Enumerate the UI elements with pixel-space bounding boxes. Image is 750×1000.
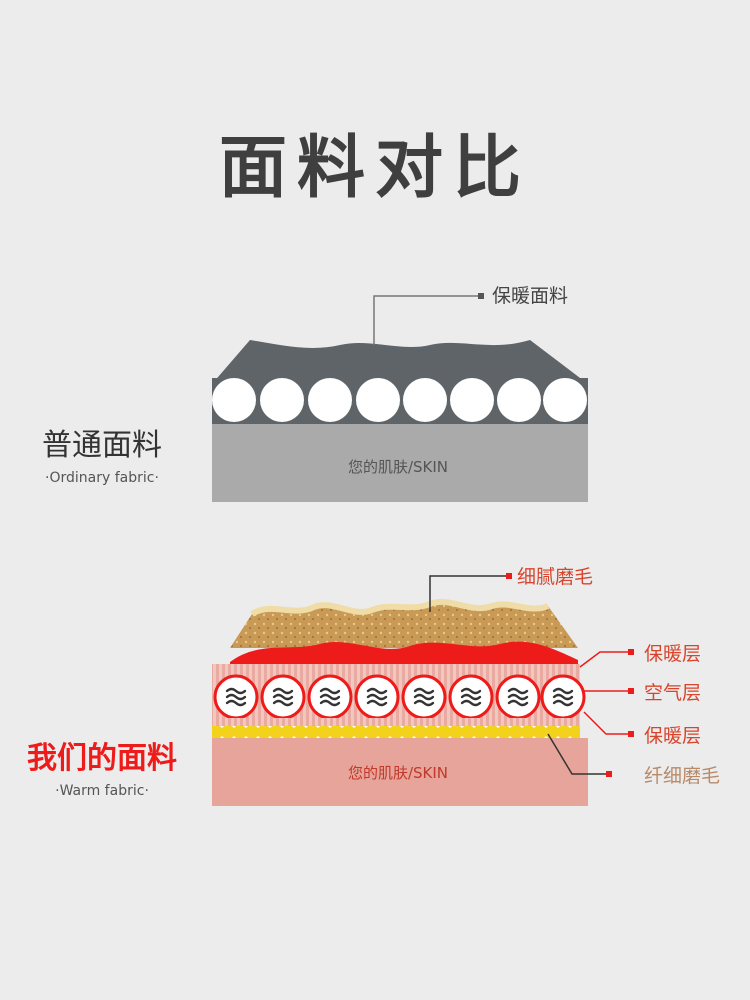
callout-fine-brushed: 细腻磨毛 — [517, 566, 593, 588]
ordinary-callout-text: 保暖面料 — [492, 285, 568, 307]
callout-slim-brushed: 纤细磨毛 — [644, 765, 720, 787]
callout-air-layer: 空气层 — [644, 682, 701, 704]
warm-skin-text: 您的肌肤/SKIN — [348, 764, 448, 782]
callout-warm-layer-upper: 保暖层 — [644, 643, 701, 665]
warm-fabric-diagram: 您的肌肤/SKIN 细腻磨毛 保暖层 空气层 保暖层 纤细磨毛 — [212, 566, 720, 806]
callout-warm-layer-lower: 保暖层 — [644, 725, 701, 747]
warm-striped-band-lower — [212, 718, 580, 726]
ordinary-callout-marker — [478, 293, 484, 299]
ordinary-skin-text: 您的肌肤/SKIN — [348, 458, 448, 476]
ordinary-callout-line — [374, 296, 478, 345]
ordinary-fabric-diagram: 您的肌肤/SKIN 保暖面料 — [212, 285, 588, 502]
warm-yellow-layer — [212, 726, 580, 738]
